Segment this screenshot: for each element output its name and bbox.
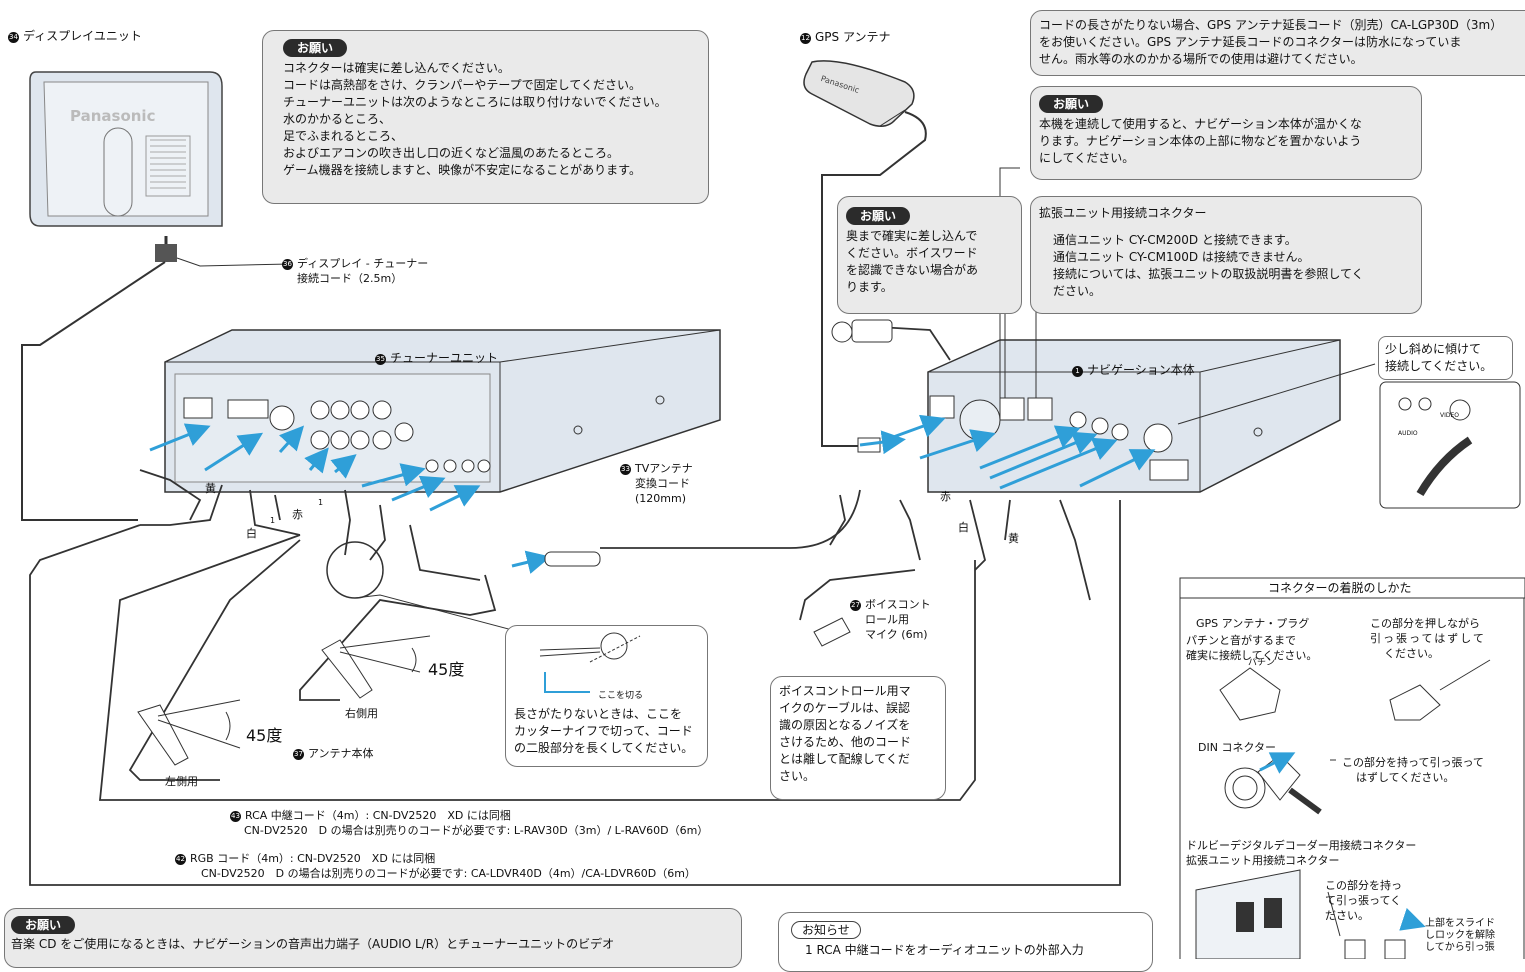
angle-right: 45度: [428, 660, 465, 679]
left-side-label: 左側用: [165, 775, 198, 788]
connector-zoom-illustration: [1398, 397, 1473, 497]
expansion-line: 通信ユニット CY-CM200D と接続できます。: [1053, 233, 1297, 247]
notice-line: 水のかかるところ、: [283, 112, 392, 126]
notice-line: ゲーム機器を接続しますと、映像が不安定になることがあります。: [283, 163, 641, 177]
dolby-connector-illustration: [1195, 869, 1406, 959]
note-mark-2: 1: [318, 498, 324, 507]
right-side-label: 右側用: [345, 707, 378, 720]
red-label: 赤: [292, 508, 303, 521]
bottom-notice-text: 音楽 CD をご使用になるときは、ナビゲーションの音声出力端子（AUDIO L/…: [11, 937, 615, 951]
notice-voice-box: お願い 奥まで確実に差し込んで ください。ボイスワード を認識できない場合があ …: [837, 196, 1022, 314]
white-r-label: 白: [958, 521, 969, 534]
gps-ext-line: コードの長さがたりない場合、GPS アンテナ延長コード（別売）CA-LGP30D…: [1039, 18, 1503, 32]
notice-badge: お願い: [11, 916, 76, 934]
voice-line: とは離して配線してくだ: [779, 752, 910, 766]
notice-line: 足でふまれるところ、: [283, 129, 404, 143]
bottom-notice-box: お願い 音楽 CD をご使用になるときは、ナビゲーションの音声出力端子（AUDI…: [4, 908, 742, 968]
notice-line: 本機を連続して使用すると、ナビゲーション本体が温かくな: [1039, 117, 1362, 131]
notice-badge: お願い: [283, 39, 348, 57]
dolby-title: ドルビーデジタルデコーダー用接続コネクター拡張ユニット用接続コネクター: [1186, 839, 1417, 867]
voice-line: イクのケーブルは、誤認: [779, 701, 911, 715]
tilt-line: 少し斜めに傾けて: [1385, 342, 1482, 356]
display-brand: Panasonic: [70, 107, 156, 125]
tilt-line: 接続してください。: [1385, 359, 1493, 373]
voice-line: ボイスコントロール用マ: [779, 684, 911, 698]
antenna-left-illustration: [137, 699, 241, 766]
notice-line: コネクターは確実に差し込んでください。: [283, 61, 510, 75]
tilt-note-box: 少し斜めに傾けて 接続してください。: [1378, 336, 1513, 380]
notice-line: 奥まで確実に差し込んで: [846, 229, 978, 243]
cut-here-label: ここを切る: [598, 691, 644, 701]
gps-plug-title: GPS アンテナ・プラグ: [1196, 617, 1310, 630]
voice-line: さい。: [779, 769, 816, 783]
yellow-r-label: 黄: [1008, 532, 1019, 545]
pachin-text: パチン: [1248, 658, 1276, 668]
expansion-line: 接続については、拡張ユニットの取扱説明書を参照してく: [1053, 267, 1364, 281]
notice-top-lines: コネクターは確実に差し込んでください。 コードは高熱部をさけ、クランパーやテープ…: [283, 60, 708, 179]
din-note: この部分を持って引っ張って はずしてください。: [1342, 756, 1484, 784]
notice-nav-heat-box: お願い 本機を連続して使用すると、ナビゲーション本体が温かくな ります。ナビゲー…: [1030, 86, 1422, 180]
din-title: DIN コネクター: [1198, 741, 1276, 754]
antenna-right-illustration: [321, 635, 431, 699]
display-unit-illustration: [29, 71, 223, 262]
expansion-title: 拡張ユニット用接続コネクター: [1039, 206, 1207, 220]
notice-line: にしてください。: [1039, 151, 1135, 165]
cut-line: の二股部分を長くしてください。: [514, 741, 694, 755]
video-text: VIDEO: [1440, 412, 1460, 419]
gps-antenna-illustration: [803, 60, 915, 127]
note-mark-1: 1: [270, 516, 276, 525]
notice-line: ります。: [846, 280, 893, 294]
info-box: お知らせ 1 RCA 中継コードをオーディオユニットの外部入力: [778, 912, 1153, 972]
gps-ext-line: をお使いください。GPS アンテナ延長コードのコネクターは防水になっていま: [1039, 35, 1462, 49]
hold-note: この部分を持っ て引っ張ってく ださい。: [1325, 879, 1402, 922]
expansion-box: 拡張ユニット用接続コネクター 通信ユニット CY-CM200D と接続できます。…: [1030, 196, 1422, 314]
voice-note-box: ボイスコントロール用マ イクのケーブルは、誤認 識の原因となるノイズを さけるた…: [770, 676, 946, 800]
notice-line: ります。ナビゲーション本体の上部に物などを置かないよう: [1039, 134, 1362, 148]
cut-line: 長さがたりないときは、ここを: [514, 707, 683, 721]
notice-line: チューナーユニットは次のようなところには取り付けないでください。: [283, 95, 667, 109]
gps-ext-line: せん。雨水等の水のかかる場所での使用は避けてください。: [1039, 52, 1363, 66]
slide-note: 上部をスライド しロックを解除 してから引っ張: [1425, 918, 1495, 953]
notice-top-box: お願い コネクターは確実に差し込んでください。 コードは高熱部をさけ、クランパー…: [262, 30, 709, 204]
notice-badge: お願い: [1039, 95, 1104, 113]
gps-plug-illustration: [1219, 659, 1491, 721]
angle-left: 45度: [246, 726, 283, 745]
yellow-label: 黄: [205, 482, 216, 495]
audio-text: AUDIO: [1398, 430, 1418, 437]
voice-line: 識の原因となるノイズを: [779, 718, 911, 732]
info-badge: お知らせ: [791, 921, 861, 939]
gps-plug-right-note: この部分を押しながら 引っ張ってはずして ください。: [1370, 617, 1486, 660]
white-label: 白: [246, 527, 257, 540]
notice-line: ください。ボイスワード: [846, 246, 978, 260]
notice-line: コードは高熱部をさけ、クランパーやテープで固定してください。: [283, 78, 641, 92]
notice-line: およびエアコンの吹き出し口の近くなど温風のあたるところ。: [283, 146, 620, 160]
notice-line: を認識できない場合があ: [846, 263, 979, 277]
red-r-label: 赤: [940, 490, 951, 503]
voice-line: さけるため、他のコード: [779, 735, 912, 749]
gps-extension-box: コードの長さがたりない場合、GPS アンテナ延長コード（別売）CA-LGP30D…: [1030, 10, 1525, 76]
expansion-line: ださい。: [1053, 284, 1102, 298]
cut-line: カッターナイフで切って、コード: [514, 724, 693, 738]
expansion-line: 通信ユニット CY-CM100D は接続できません。: [1053, 250, 1310, 264]
connector-panel-title: コネクターの着脱のしかた: [1268, 581, 1412, 595]
notice-badge: お願い: [846, 207, 911, 225]
info-text: 1 RCA 中継コードをオーディオユニットの外部入力: [805, 943, 1084, 957]
gps-plug-left-note: パチンと音がするまで確実に接続してください。: [1186, 634, 1318, 662]
